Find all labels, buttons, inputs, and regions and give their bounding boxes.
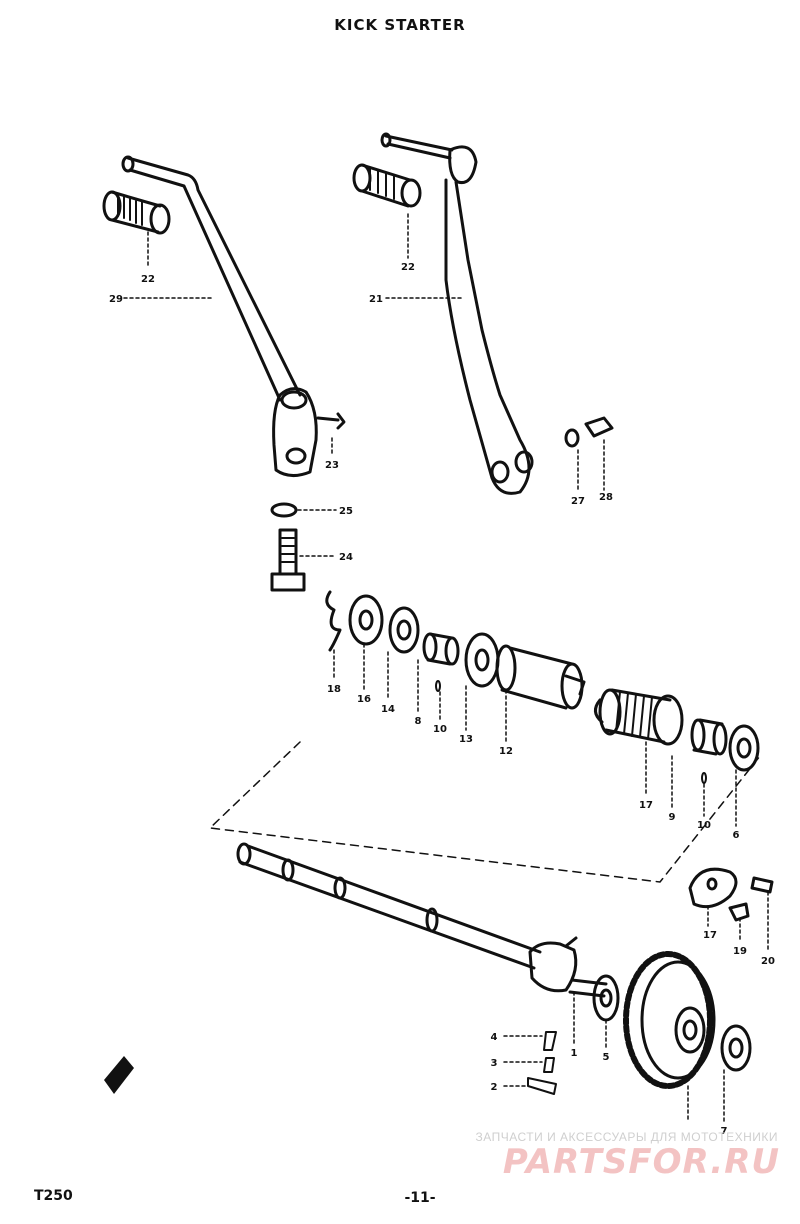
gear-washer [720,1024,752,1072]
page-number: -11- [404,1190,436,1206]
callout-29: 29 [109,294,123,305]
callout-23: 23 [325,460,339,471]
callout-22-right: 22 [401,262,415,273]
rubber-grip-left [102,190,171,235]
kick-lever-right [380,132,534,495]
callout-4: 4 [491,1032,498,1043]
callout-13: 13 [459,734,473,745]
rubber-grip-right [352,163,422,208]
callout-22-left: 22 [141,274,155,285]
leader-lines [123,213,769,1123]
callout-18: 18 [327,684,341,695]
callout-20: 20 [761,956,775,967]
kick-lever-left [121,155,346,477]
callout-19: 19 [733,946,747,957]
callout-2: 2 [491,1082,498,1093]
kick-spring-parts [325,590,586,710]
callout-25: 25 [339,506,353,517]
callout-1: 1 [571,1048,578,1059]
watermark-caption: ЗАПЧАСТИ И АКСЕССУАРЫ ДЛЯ МОТОТЕХНИКИ [475,1130,778,1144]
kick-pawl-parts [527,1031,557,1095]
kick-gear [623,951,716,1089]
stopper-plate [688,867,774,922]
kick-shaft [236,842,608,998]
callout-labels: 22 29 22 21 23 25 24 27 28 18 16 14 8 10… [109,262,775,1137]
kick-spring [594,688,684,746]
callout-16: 16 [357,694,371,705]
pinch-bolt [270,528,306,592]
callout-10-upper: 10 [433,724,447,735]
callout-24: 24 [339,552,353,563]
callout-3: 3 [491,1058,498,1069]
callout-27: 27 [571,496,585,507]
model-code: T250 [34,1188,73,1204]
assembly-outline [209,741,761,883]
bolt-and-washer [564,416,614,448]
callout-10-lower: 10 [697,820,711,831]
callout-7: 7 [721,1126,728,1137]
callout-21: 21 [369,294,383,305]
callout-17-plate: 17 [703,930,717,941]
callout-28: 28 [599,492,613,503]
spacer-and-washer [690,718,760,772]
callout-9: 9 [669,812,676,823]
diagram-title: KICK STARTER [334,16,466,34]
callout-6: 6 [733,830,740,841]
callout-8: 8 [415,716,422,727]
callout-17-spring: 17 [639,800,653,811]
watermark-logo: PARTSFOR.RU [502,1142,780,1182]
small-pins [435,680,707,784]
front-arrow-icon [104,1056,134,1094]
circlip [270,502,298,518]
callout-14: 14 [381,704,395,715]
callout-12: 12 [499,746,513,757]
callout-5: 5 [603,1052,610,1063]
